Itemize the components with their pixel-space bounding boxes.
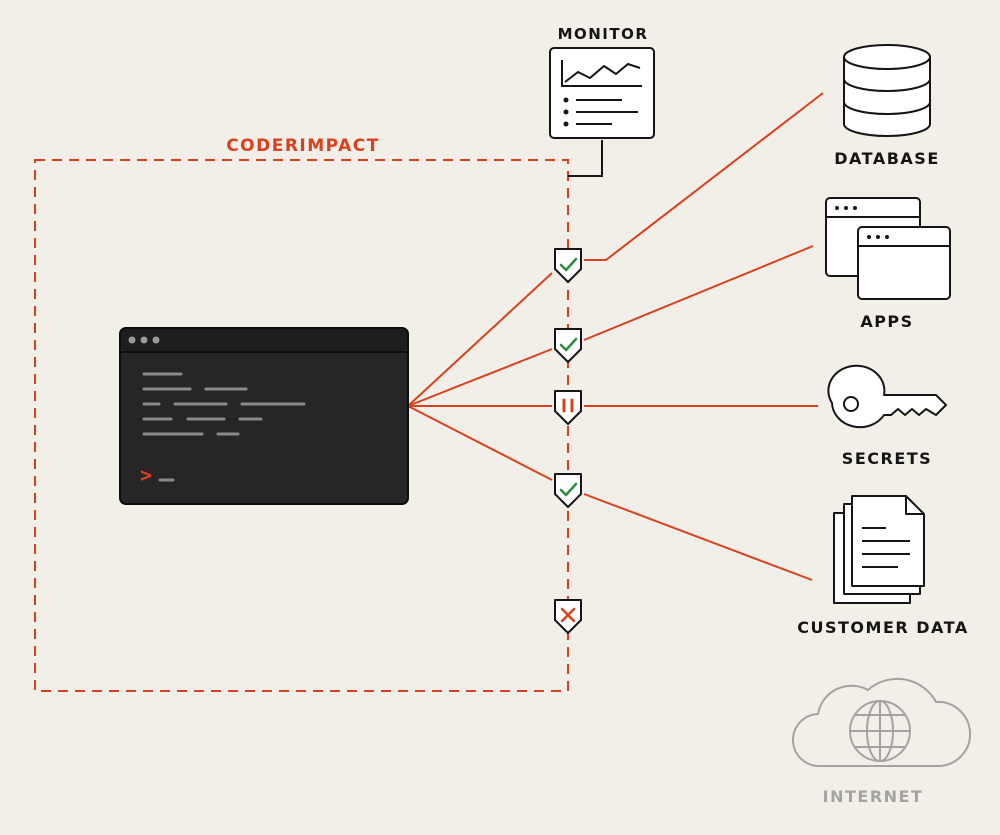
gate-customer-data — [554, 473, 582, 508]
connection-customer-a — [407, 405, 553, 481]
connection-database-a — [407, 272, 553, 407]
prompt-glyph-icon: > — [140, 463, 152, 487]
shield-icon — [554, 390, 582, 425]
gate-secrets — [554, 390, 582, 425]
connection-database-b — [584, 92, 824, 261]
coderimpact-boundary — [34, 159, 569, 692]
connection-customer-b — [583, 493, 813, 581]
shield-icon — [554, 248, 582, 283]
connection-apps-b — [583, 245, 814, 341]
documents-icon — [833, 495, 925, 604]
connection-lines — [407, 92, 824, 581]
database-icon — [843, 44, 931, 137]
monitor-link — [568, 140, 603, 177]
window-dot-icon — [140, 336, 148, 344]
boundary-label: CODERIMPACT — [226, 136, 380, 156]
check-icon — [559, 482, 578, 497]
window-dot-icon — [128, 336, 136, 344]
window-dot-icon — [152, 336, 160, 344]
shield-icon — [554, 473, 582, 508]
monitor-chart-icon — [549, 47, 655, 139]
internet-label: INTERNET — [823, 787, 924, 806]
connection-apps-a — [407, 348, 553, 407]
code-lines — [142, 372, 306, 436]
app-windows-icon — [825, 197, 951, 300]
cross-icon — [560, 607, 576, 623]
check-icon — [559, 257, 578, 272]
apps-label: APPS — [860, 312, 913, 331]
pause-icon — [562, 398, 574, 413]
gate-database — [554, 248, 582, 283]
customer-data-label: CUSTOMER DATA — [797, 618, 969, 637]
terminal-window-icon: > — [119, 327, 409, 505]
key-icon — [827, 364, 947, 429]
cloud-globe-icon — [792, 677, 971, 768]
monitor-label: MONITOR — [558, 25, 649, 43]
gate-apps — [554, 328, 582, 363]
check-icon — [559, 337, 578, 352]
gate-internet — [554, 599, 582, 634]
secrets-label: SECRETS — [842, 449, 932, 468]
shield-icon — [554, 328, 582, 363]
globe-icon — [849, 700, 911, 762]
database-label: DATABASE — [834, 149, 940, 168]
